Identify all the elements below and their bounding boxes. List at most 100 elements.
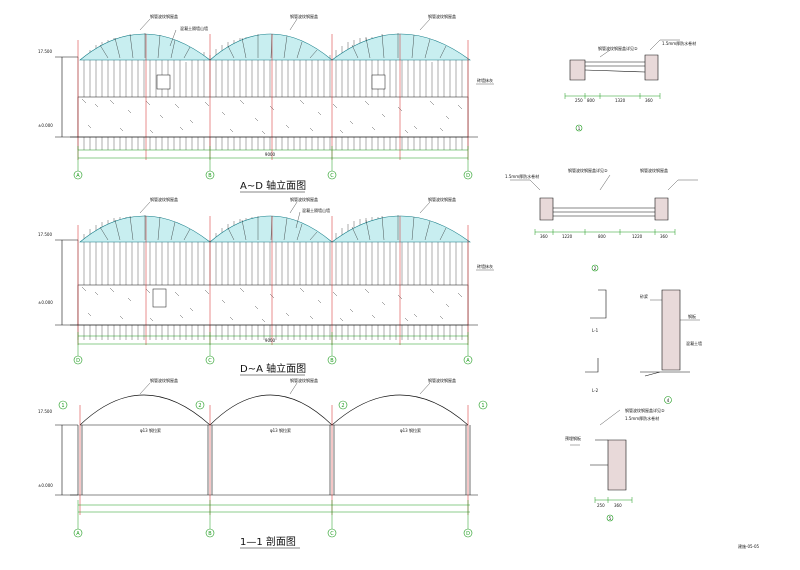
section-mark [478, 400, 488, 410]
detail-dim: 1320 [615, 98, 626, 103]
detail-5: 钢管波纹钢屋盖详见② 1.5mm厚防水卷材 预埋钢板 250 360 5 [565, 407, 665, 522]
section-columns [77, 425, 471, 495]
callout-leaders [139, 201, 494, 271]
section-arches [79, 394, 469, 426]
axis-leaders [77, 162, 469, 172]
detail-dim: 360 [660, 234, 668, 239]
axis-bubble [463, 355, 473, 365]
axis-bubble [463, 170, 473, 180]
tie-label: φ13 钢拉索 [140, 427, 161, 433]
sheet-stamp: 建施-05-05 [738, 543, 760, 549]
axis-bubble [73, 355, 83, 365]
door-opening [152, 288, 167, 308]
detail-dim: 800 [598, 234, 606, 239]
axis-label: B [208, 173, 212, 179]
dimension-total: 9000 [265, 152, 276, 157]
detail-label: 预埋钢板 [565, 435, 581, 441]
level-top: 17.500 [38, 409, 52, 414]
axis-label: C [330, 531, 334, 537]
detail-label: 砂浆 [640, 293, 648, 299]
callout-text: 钢管波纹钢屋盖 [150, 196, 178, 202]
detail-marker-label: 2 [594, 266, 597, 271]
column-lines [77, 216, 469, 345]
detail-label: L-1 [592, 328, 599, 333]
detail-1: 钢管波纹钢屋盖详见② 1.5mm厚防水卷材 250 800 1320 360 1 [564, 39, 696, 132]
arched-roofs [79, 215, 471, 243]
level-marks [55, 56, 78, 138]
door-opening [156, 74, 171, 90]
axis-label: B [208, 531, 212, 537]
callout-text: 钢管波纹钢屋盖 [290, 13, 318, 19]
detail-label: 钢管波纹钢屋盖详见② [568, 167, 608, 173]
detail-2: 钢管波纹钢屋盖详见② 钢管波纹钢屋盖 1.5mm厚防水卷材 360 1220 8… [505, 167, 698, 272]
dimension-lines [77, 332, 469, 357]
axis-bubble [327, 170, 337, 180]
dimension-total: 9000 [265, 338, 276, 343]
detail-dim: 800 [587, 98, 595, 103]
section-mark-label: 2 [198, 403, 201, 409]
axis-label: C [330, 173, 334, 179]
tie-label: φ13 钢拉索 [400, 427, 421, 433]
section-mark [58, 400, 68, 410]
callout-text: 钢管波纹钢屋盖 [290, 377, 318, 383]
detail-dim: 250 [597, 503, 605, 508]
arched-roofs [79, 33, 471, 61]
detail-dim: 360 [540, 234, 548, 239]
detail-label: 1.5mm厚防水卷材 [625, 415, 659, 421]
callout-leaders [139, 18, 494, 85]
axis-bubble [327, 528, 337, 538]
axis-bubble [205, 528, 215, 538]
side-note: 砖墙抹灰 [477, 77, 493, 83]
detail-label: 钢管波纹钢屋盖详见② [625, 407, 665, 413]
dimension-lines [77, 146, 469, 162]
section-mark-label: 2 [341, 403, 344, 409]
level-base: ±0.000 [38, 123, 53, 128]
level-base: ±0.000 [38, 300, 53, 305]
axis-bubble [205, 355, 215, 365]
detail-marker-label: 5 [609, 516, 612, 521]
elevation-d-a: D C B A 9000 17.500 ±0.000 钢管波纹钢屋盖 钢管波纹钢… [38, 196, 494, 376]
callout-text: 钢管波纹钢屋盖 [428, 377, 456, 383]
axis-label: C [208, 358, 212, 364]
level-top: 17.500 [38, 232, 52, 237]
detail-label: 钢管波纹钢屋盖 [640, 167, 668, 173]
dimension-lines [77, 500, 470, 530]
hatched-base [77, 96, 469, 138]
tie-label: φ13 钢拉索 [270, 427, 291, 433]
detail-dim: 360 [614, 503, 622, 508]
callout-text: 钢管波纹钢屋盖 [150, 13, 178, 19]
axis-bubble [327, 355, 337, 365]
detail-label: 1.5mm厚防水卷材 [662, 40, 696, 46]
axis-label: D [76, 358, 80, 364]
detail-label: L-2 [592, 388, 599, 393]
detail-marker [606, 514, 614, 522]
detail-dim: 1220 [562, 234, 573, 239]
elevation-a-d: A B C D 9000 17.500 ±0.000 钢管波纹钢屋盖 钢管波纹钢… [38, 13, 494, 193]
level-marks [55, 424, 78, 496]
detail-marker [575, 124, 583, 132]
section-mark [195, 400, 205, 410]
door-opening [371, 74, 386, 90]
column-lines [79, 405, 469, 515]
axis-label: A [76, 173, 80, 179]
detail-marker [664, 396, 672, 404]
detail-marker [591, 264, 599, 272]
detail-label: 钢板 [688, 313, 696, 319]
view-title: D~A 轴立面图 [240, 362, 306, 375]
axis-label: B [330, 358, 334, 364]
section-mark-label: 1 [61, 403, 64, 409]
detail-label: 钢管波纹钢屋盖详见② [598, 45, 638, 51]
section-mark-label: 1 [481, 403, 484, 409]
hatched-base [77, 284, 469, 326]
axis-label: A [76, 531, 80, 537]
callout-text: 钢管波纹钢屋盖 [428, 13, 456, 19]
detail-marker-label: 1 [578, 126, 581, 131]
level-base: ±0.000 [38, 483, 53, 488]
column-lines [77, 34, 469, 160]
axis-label: A [466, 358, 470, 364]
detail-dim: 360 [645, 98, 653, 103]
axis-bubble [205, 170, 215, 180]
section-1-1: A B C D 1 2 2 1 17.500 ±0.000 钢管波纹钢屋盖 钢管… [38, 377, 488, 549]
